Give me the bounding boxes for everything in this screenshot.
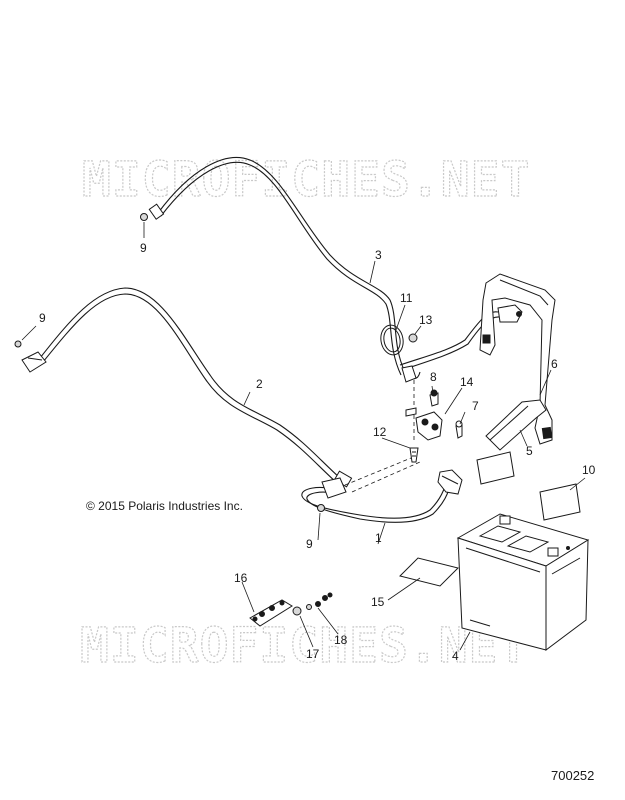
- bolt-12: [409, 447, 419, 463]
- leader-lines: [21, 222, 586, 651]
- screw-7: [455, 420, 463, 439]
- cable-2: [21, 287, 353, 488]
- nut-13: [408, 333, 418, 343]
- nut-9-bottom: [317, 504, 325, 512]
- nut-9-top: [140, 213, 148, 221]
- callout-16: 16: [234, 571, 248, 585]
- label-10: [539, 483, 581, 521]
- nut-17: [292, 606, 302, 616]
- bracket-14: [405, 389, 443, 441]
- cable-3: [148, 156, 523, 383]
- cable-1: [301, 469, 463, 523]
- callout-1: 1: [375, 531, 382, 545]
- copyright-text: © 2015 Polaris Industries Inc.: [86, 499, 243, 513]
- screws-18: [306, 592, 333, 610]
- callout-14: 14: [460, 375, 474, 389]
- callout-4: 4: [452, 649, 459, 663]
- fuse-holder-16: [249, 599, 293, 627]
- watermark-top: MICROFICHES.NET: [82, 152, 530, 208]
- callout-17: 17: [306, 647, 320, 661]
- callout-9-left: 9: [39, 311, 46, 325]
- callout-3: 3: [375, 248, 382, 262]
- pad: [476, 451, 515, 485]
- reference-number: 700252: [551, 768, 594, 783]
- callout-10: 10: [582, 463, 596, 477]
- callout-labels: 1 2 3 4 5 6 7 8 9 9 9 10 11 12 13 14 15 …: [39, 241, 596, 663]
- label-15: [399, 557, 459, 587]
- callout-9-top: 9: [140, 241, 147, 255]
- callout-5: 5: [526, 444, 533, 458]
- callout-7: 7: [472, 399, 479, 413]
- callout-18: 18: [334, 633, 348, 647]
- callout-15: 15: [371, 595, 385, 609]
- watermark-bottom: MICROFICHES.NET: [80, 618, 528, 674]
- callout-6: 6: [551, 357, 558, 371]
- callout-9-bottom: 9: [306, 537, 313, 551]
- nut-9-left: [14, 340, 22, 348]
- battery-4: [456, 513, 590, 651]
- callout-11: 11: [400, 291, 413, 305]
- callout-8: 8: [430, 370, 437, 384]
- callout-12: 12: [373, 425, 387, 439]
- callout-2: 2: [256, 377, 263, 391]
- bracket-5: [485, 399, 547, 451]
- callout-13: 13: [419, 313, 433, 327]
